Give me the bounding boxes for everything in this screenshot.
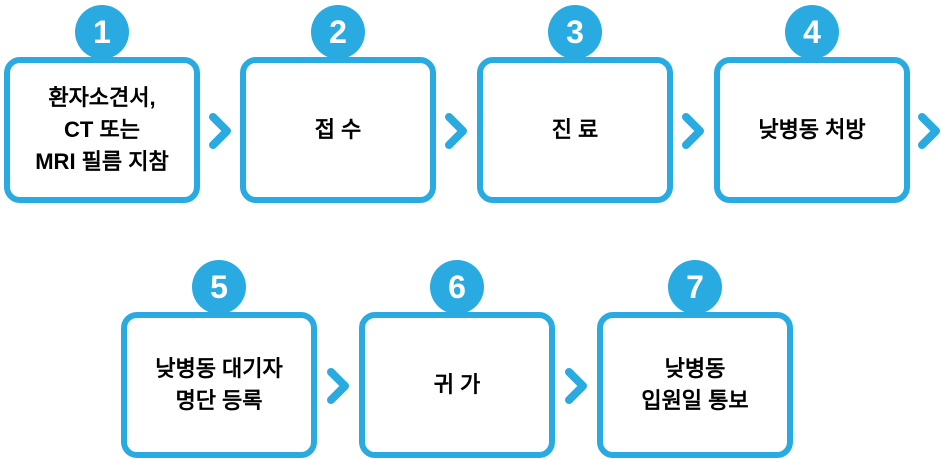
step-number-badge: 6: [430, 260, 484, 314]
chevron-right-icon: [682, 113, 704, 149]
step-number-badge: 2: [311, 5, 365, 59]
step-number: 1: [93, 14, 111, 50]
step-box: 귀 가: [359, 312, 555, 458]
step-number-badge: 1: [75, 5, 129, 59]
step-number: 6: [448, 269, 466, 305]
step-1: 1 환자소견서, CT 또는 MRI 필름 지참: [4, 0, 200, 204]
step-box: 환자소견서, CT 또는 MRI 필름 지참: [4, 57, 200, 203]
step-number: 3: [566, 14, 584, 50]
chevron-right-icon: [209, 113, 231, 149]
step-number-badge: 5: [192, 260, 246, 314]
step-box: 낮병동 입원일 통보: [597, 312, 793, 458]
step-label: 환자소견서, CT 또는 MRI 필름 지참: [35, 85, 169, 174]
step-3: 3 진 료: [477, 0, 673, 204]
chevron-right-icon: [565, 368, 587, 404]
chevron-right-icon: [918, 113, 940, 149]
step-label: 진 료: [551, 117, 599, 142]
step-number-badge: 3: [548, 5, 602, 59]
step-6: 6 귀 가: [359, 255, 555, 459]
step-box: 낮병동 처방: [714, 57, 910, 203]
step-number-badge: 7: [668, 260, 722, 314]
step-box: 진 료: [477, 57, 673, 203]
step-label: 귀 가: [433, 372, 481, 397]
chevron-right-icon: [327, 368, 349, 404]
step-number-badge: 4: [785, 5, 839, 59]
step-label: 접 수: [314, 117, 362, 142]
step-label: 낮병동 처방: [758, 117, 866, 142]
step-7: 7 낮병동 입원일 통보: [597, 255, 793, 459]
step-label: 낮병동 대기자 명단 등록: [155, 356, 283, 413]
step-number: 5: [210, 269, 228, 305]
step-number: 2: [329, 14, 347, 50]
step-box: 접 수: [240, 57, 436, 203]
step-number: 4: [803, 14, 821, 50]
step-2: 2 접 수: [240, 0, 436, 204]
step-number: 7: [686, 269, 704, 305]
step-box: 낮병동 대기자 명단 등록: [121, 312, 317, 458]
step-label: 낮병동 입원일 통보: [641, 356, 749, 413]
step-4: 4 낮병동 처방: [714, 0, 910, 204]
chevron-right-icon: [445, 113, 467, 149]
step-5: 5 낮병동 대기자 명단 등록: [121, 255, 317, 459]
